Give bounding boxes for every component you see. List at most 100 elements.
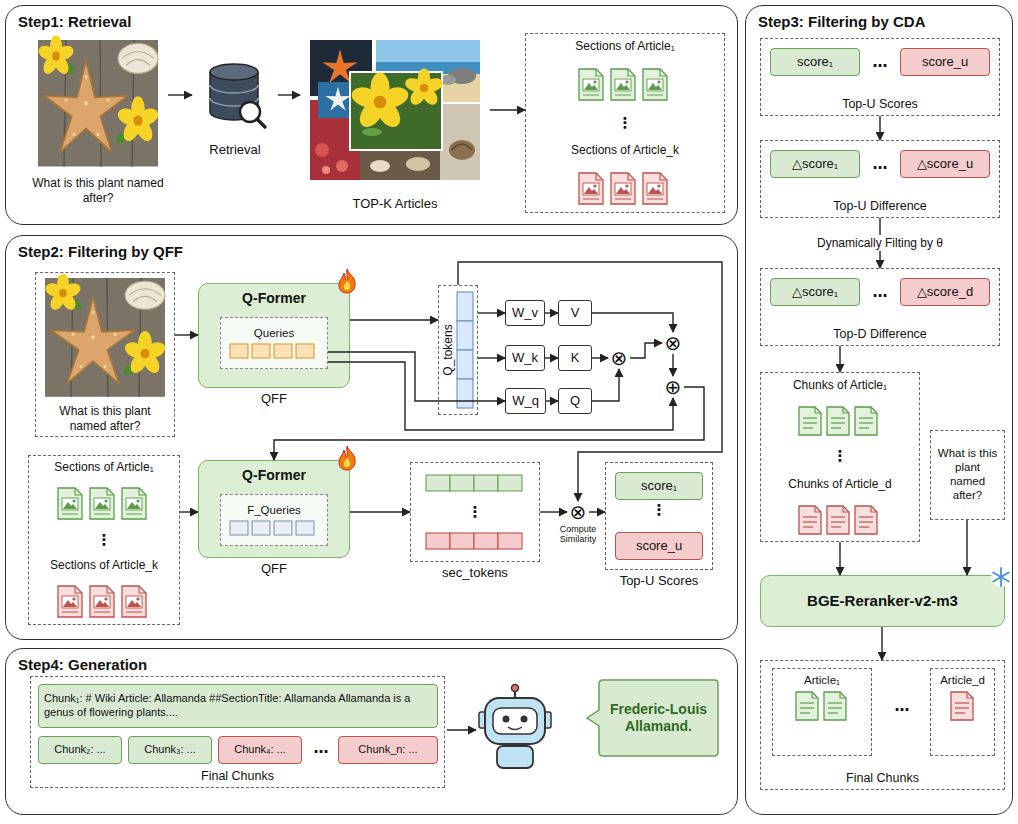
matrix-box: V	[558, 300, 592, 326]
fire-icon	[336, 268, 358, 294]
cellsO-icon	[274, 344, 292, 358]
panel-title: Step2: Filtering by QFF	[18, 243, 183, 261]
panel-title: Step3: Filtering by CDA	[758, 13, 926, 31]
docG3-icon	[855, 407, 877, 435]
docR3-icon	[831, 526, 841, 527]
flow-arrow	[328, 362, 673, 430]
cellsO-icon	[230, 344, 248, 358]
figure-group: TOP-K Articles	[300, 36, 490, 212]
secG-icon	[56, 486, 152, 522]
secG-icon	[625, 80, 628, 83]
secR-icon	[139, 586, 146, 593]
docR3-icon	[831, 516, 845, 517]
flow-arrow	[545, 357, 558, 358]
qcol-icon	[457, 321, 473, 350]
operator-glyph: ⊕	[662, 376, 684, 398]
module-title: Q-Former	[242, 467, 306, 484]
caption-label: Top-U Scores	[596, 573, 722, 589]
secR-icon	[95, 600, 109, 607]
edge-label: Dynamically Filting by θ	[813, 235, 947, 251]
operator-glyph: ⊗	[662, 332, 684, 354]
secG-icon	[593, 80, 596, 83]
flow-arrow	[175, 334, 198, 335]
article-collage	[360, 150, 440, 180]
green-box: Chunk₃: ...	[128, 736, 212, 764]
matrix-label: W_v	[512, 305, 538, 321]
dashed-group: …Top-D Difference△score₁△score_d	[760, 268, 1000, 346]
query-photo	[44, 273, 167, 396]
robot-icon	[503, 716, 510, 723]
docR1-icon	[955, 707, 969, 708]
docG3-icon	[855, 407, 877, 435]
robot-icon	[479, 685, 551, 769]
secR-icon	[63, 600, 77, 607]
secR-icon	[647, 198, 663, 199]
matrix-box: W_k	[505, 345, 545, 371]
secG-icon	[122, 488, 146, 519]
docR3-icon	[827, 506, 849, 534]
database-icon	[210, 64, 265, 127]
secG-icon	[58, 488, 82, 519]
query-slot: Queries	[220, 317, 328, 369]
group-label: Chunks of Article₁	[793, 378, 887, 392]
docG3-icon	[799, 407, 821, 435]
flow-arrow	[168, 94, 192, 95]
docG3-icon	[815, 407, 821, 413]
secR-icon	[583, 198, 599, 199]
flow-arrow	[274, 387, 704, 460]
secG-icon	[58, 488, 82, 519]
docR1-icon	[955, 702, 969, 703]
query-slot: F_Queries	[220, 494, 328, 546]
operator-glyph: ⊗	[608, 347, 630, 369]
fire-icon	[344, 457, 350, 467]
secG-icon	[615, 79, 631, 91]
docR3-icon	[855, 506, 877, 534]
barR-icon	[498, 533, 522, 549]
article-collage	[403, 68, 444, 107]
docG2-icon	[840, 692, 846, 698]
fire-icon	[339, 269, 355, 293]
dashed-group: …Final ChunksChunk₁: # Wiki Article: All…	[30, 676, 445, 788]
secG-icon	[660, 69, 667, 76]
red-box: Chunk₄: ...	[218, 736, 302, 764]
cellsB-icon	[229, 520, 319, 536]
qcol-icon	[457, 379, 473, 408]
secR-icon	[584, 187, 598, 194]
matrix-box: K	[558, 345, 592, 371]
score-label: score_u	[922, 54, 968, 70]
secG-icon	[584, 83, 598, 90]
qcol-icon	[456, 291, 474, 409]
secG-icon	[72, 499, 75, 502]
secR-icon	[611, 173, 635, 204]
docR3-icon	[855, 506, 877, 534]
dashed-group: Chunks of Article₁⋮Chunks of Article_d	[760, 372, 920, 542]
article-collage	[452, 144, 472, 150]
docR3-icon	[815, 506, 821, 512]
cellsO-icon	[296, 344, 314, 358]
docG2-icon	[800, 707, 814, 708]
secR-icon	[126, 611, 142, 612]
flow-arrow	[839, 542, 840, 575]
flow-arrow	[180, 511, 198, 512]
panel-title: Step4: Generation	[18, 656, 147, 674]
secG-icon	[643, 69, 667, 100]
secG-icon	[122, 488, 146, 519]
secG-icon	[94, 513, 110, 514]
score-label: △score₁	[792, 284, 838, 300]
barG-icon	[474, 475, 498, 491]
ellipsis-mark: …	[873, 697, 931, 715]
secR-icon	[90, 586, 114, 617]
secR-icon	[90, 586, 114, 617]
box-label: Queries	[254, 327, 294, 341]
snow-icon	[993, 573, 1009, 582]
docR3-icon	[827, 506, 849, 534]
docR1-icon	[967, 692, 973, 698]
token-label: Q_tokens	[441, 324, 455, 375]
docR3-icon	[803, 521, 817, 522]
chunk-text: Chunk_n: ...	[358, 743, 417, 756]
snow-icon	[991, 567, 1011, 587]
question-text: What is this plant named after?	[936, 447, 999, 502]
cellsO-icon	[252, 344, 270, 358]
chunk-text: Chunk₃: ...	[144, 743, 196, 756]
